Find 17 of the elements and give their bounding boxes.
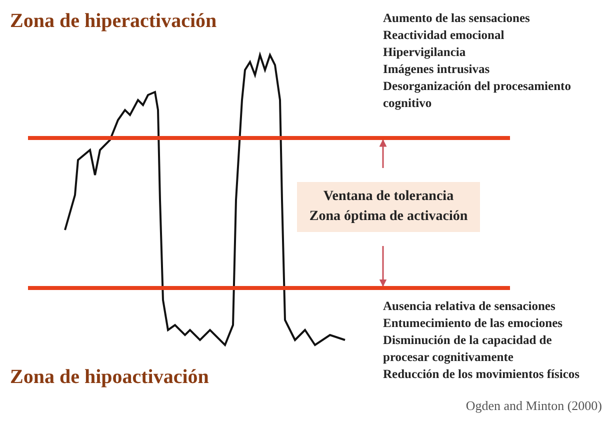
symptom-text: Reactividad emocional (383, 27, 504, 44)
arrow (379, 246, 387, 287)
tolerance-window-box (297, 182, 480, 232)
symptom-text: Desorganización del procesamiento cognitivo (383, 78, 572, 112)
symptom-text: Entumecimiento de las emociones (383, 315, 562, 332)
symptom-text: Reducción de los movimientos físicos (383, 366, 580, 383)
symptom-text: Aumento de las sensaciones (383, 10, 530, 27)
symptom-text: Hipervigilancia (383, 44, 466, 61)
citation-text: Ogden and Minton (2000) (466, 398, 602, 414)
symptom-text: Ausencia relativa de sensaciones (383, 298, 556, 315)
symptom-text: Imágenes intrusivas (383, 61, 490, 78)
box-text: Zona óptima de activación (309, 208, 468, 226)
box-text: Ventana de tolerancia (323, 188, 454, 206)
arrow (379, 139, 387, 168)
zone-heading: Zona de hiperactivación (10, 10, 217, 33)
zone-heading: Zona de hipoactivación (10, 366, 209, 389)
symptom-text: Disminución de la capacidad de procesar cognitivamente (383, 332, 553, 366)
